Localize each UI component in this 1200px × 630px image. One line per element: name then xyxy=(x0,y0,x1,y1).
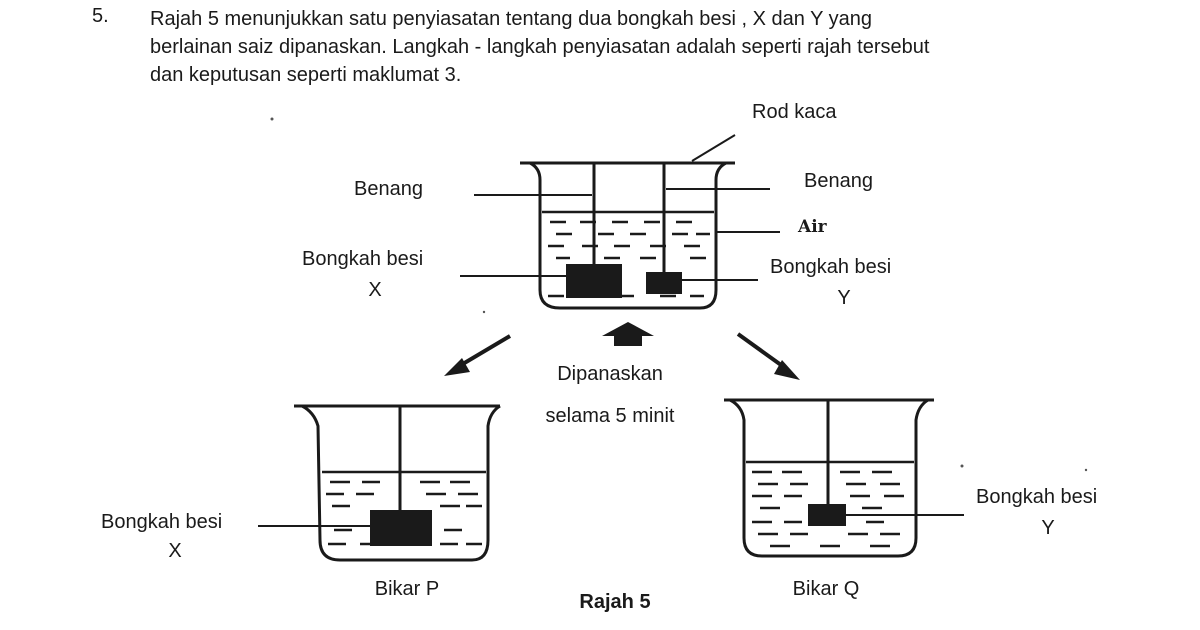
beaker-p-block-x xyxy=(370,510,432,546)
question-line-1: Rajah 5 menunjukkan satu penyiasatan ten… xyxy=(150,8,873,30)
flow-arrows xyxy=(444,322,800,380)
beaker-q-block-y xyxy=(808,504,846,526)
figure-caption: Rajah 5 xyxy=(579,591,651,613)
thread-right-label: Benang xyxy=(804,170,873,192)
top-leader-lines xyxy=(460,134,780,281)
block-x-p-label: Bongkah besi xyxy=(101,511,223,533)
block-x-p-letter: X xyxy=(168,540,182,562)
block-x-top-letter: X xyxy=(368,279,382,301)
beaker-q xyxy=(724,398,964,558)
block-x-top-label: Bongkah besi xyxy=(302,248,424,270)
heated-label-line-1: Dipanaskan xyxy=(557,363,663,385)
heat-arrow-icon xyxy=(602,322,654,346)
scan-speckles xyxy=(270,117,1088,472)
arrow-left-shaft xyxy=(454,334,512,370)
question-line-3: dan keputusan seperti maklumat 3. xyxy=(150,64,462,86)
top-block-x xyxy=(566,264,622,298)
block-y-q-label: Bongkah besi xyxy=(976,486,1098,508)
heated-label-line-2: selama 5 minit xyxy=(545,405,675,427)
block-y-top-label: Bongkah besi xyxy=(770,256,892,278)
question-number: 5. xyxy=(92,5,109,27)
top-block-y xyxy=(646,272,682,294)
beaker-q-label: Bikar Q xyxy=(792,578,860,600)
beaker-p-outline xyxy=(294,404,501,562)
arrow-right-shaft xyxy=(736,332,790,372)
top-beaker-outline xyxy=(520,161,735,310)
thread-left-label: Benang xyxy=(354,178,423,200)
question-text: Rajah 5 menunjukkan satu penyiasatan ten… xyxy=(150,5,1160,89)
water-label: Air xyxy=(798,217,827,237)
beaker-p-label: Bikar P xyxy=(374,578,440,600)
rod-leader xyxy=(691,134,736,162)
rod-label: Rod kaca xyxy=(752,101,837,123)
arrow-left-head xyxy=(444,358,470,376)
top-beaker xyxy=(520,161,735,310)
arrow-right-head xyxy=(774,360,800,380)
block-y-q-letter: Y xyxy=(1041,517,1055,539)
beaker-q-water-dashes xyxy=(752,470,904,548)
block-y-top-letter: Y xyxy=(837,287,851,309)
beaker-p-water-dashes xyxy=(326,480,482,546)
question-line-2: berlainan saiz dipanaskan. Langkah - lan… xyxy=(150,36,930,58)
beaker-p xyxy=(258,404,501,562)
